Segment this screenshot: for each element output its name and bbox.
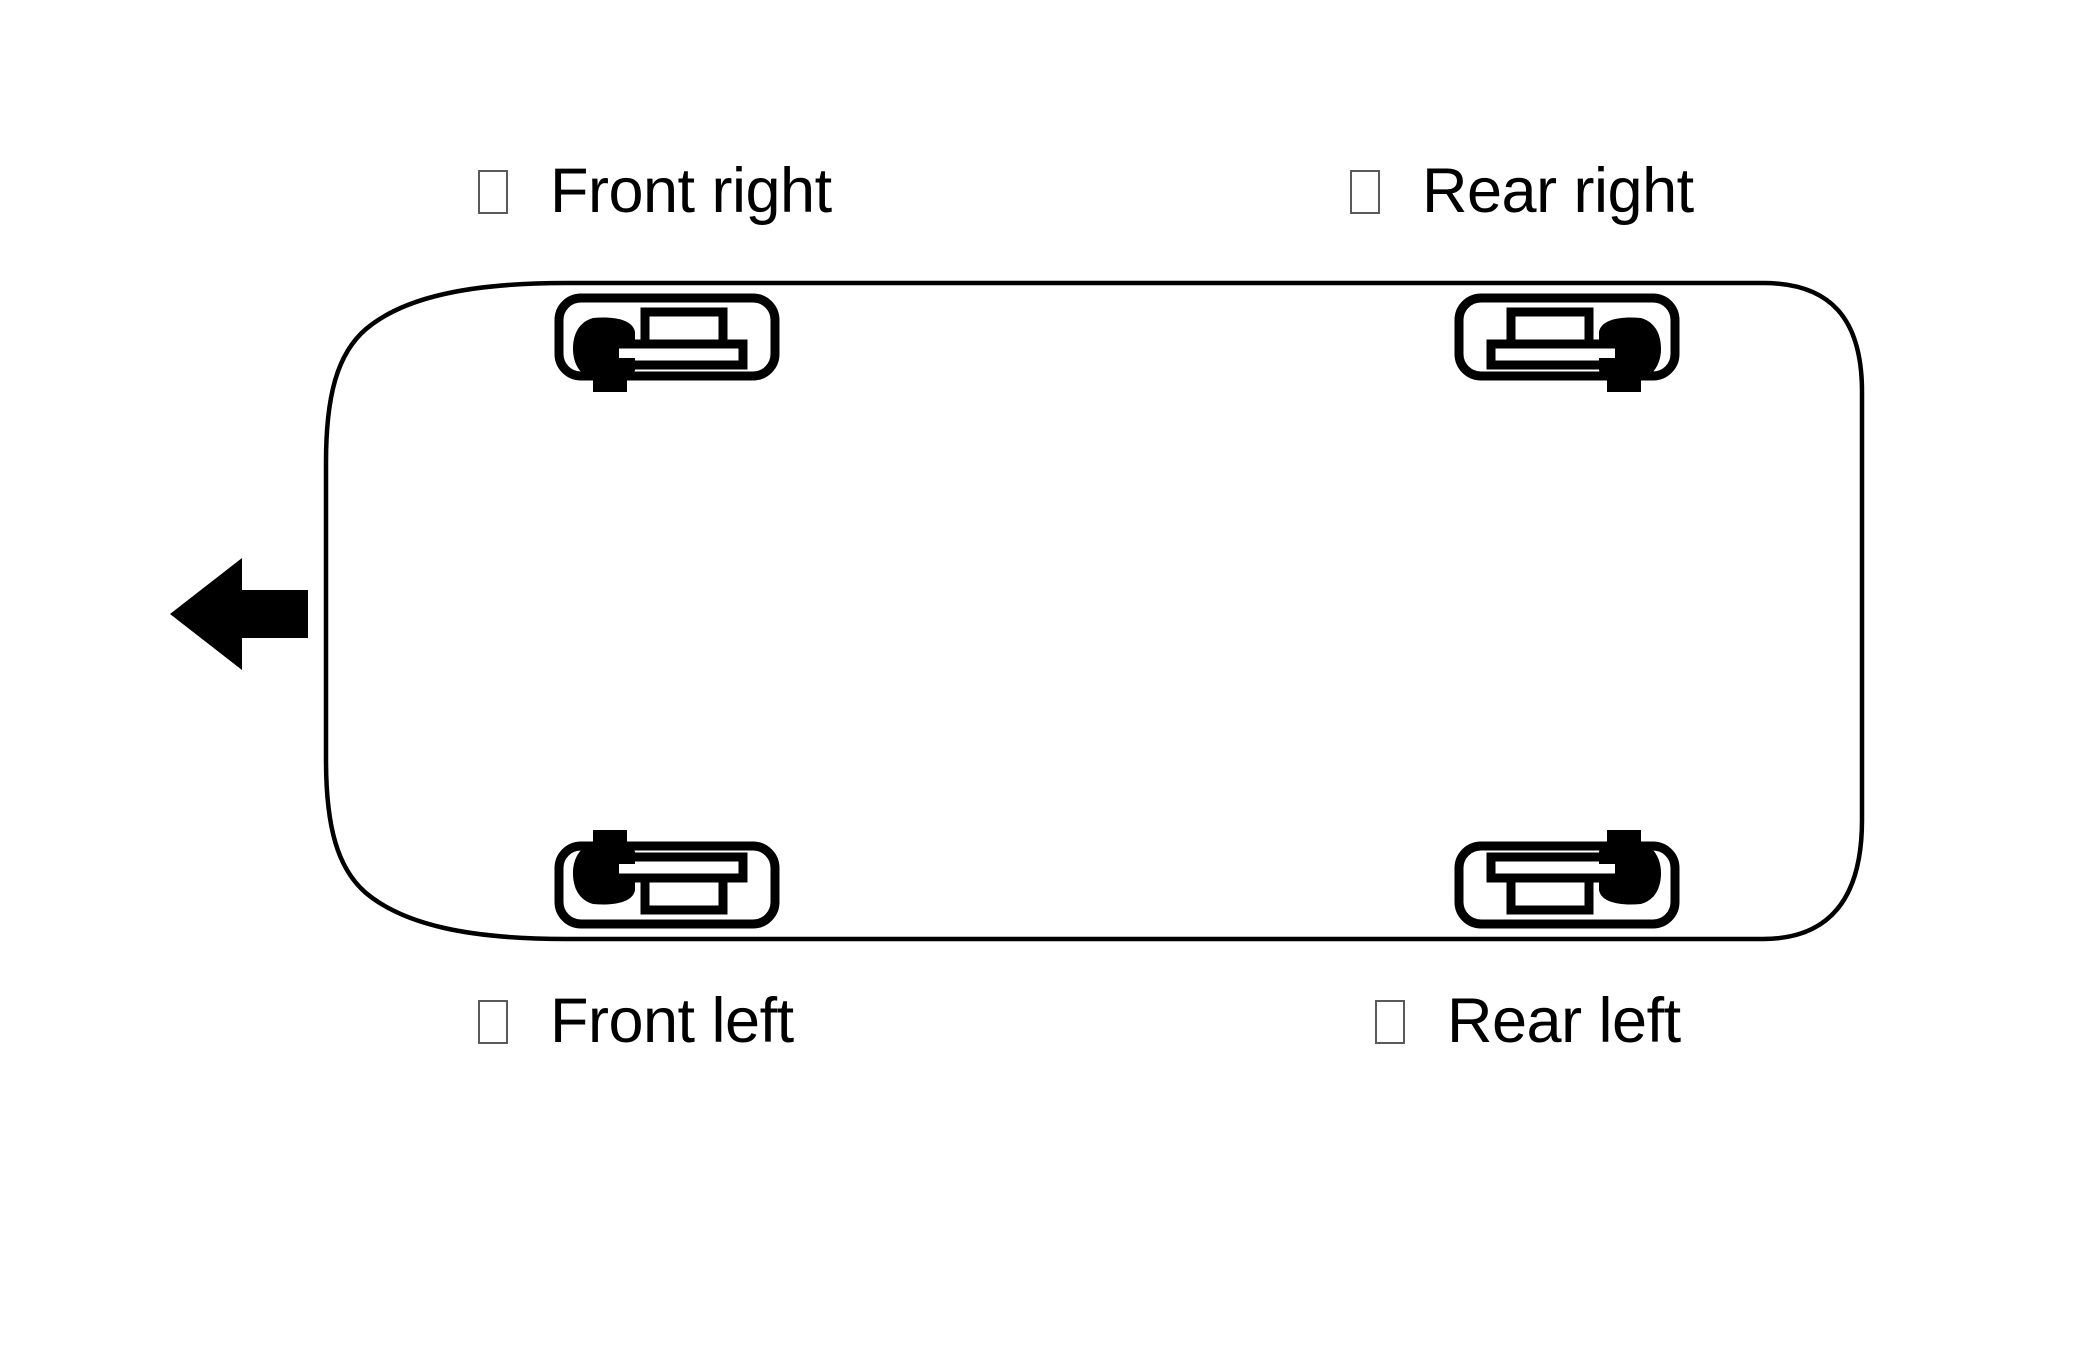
checkbox-rear-left[interactable] — [1375, 999, 1405, 1044]
checkbox-front-left[interactable] — [478, 999, 508, 1044]
corner-label-text-rear-left: Rear left — [1447, 986, 1681, 1056]
car-body-outline — [323, 280, 1865, 942]
arrow-left-icon — [170, 558, 308, 670]
checkbox-rear-right[interactable] — [1350, 169, 1380, 214]
wheel-sensor-icon-rear-right[interactable] — [1459, 298, 1675, 392]
corner-label-text-rear-right: Rear right — [1422, 156, 1694, 226]
corner-label-rear-left[interactable]: Rear left — [1375, 990, 1681, 1053]
wheel-sensor-icon-front-left[interactable] — [559, 830, 775, 924]
wheel-sensor-icon-front-right[interactable] — [559, 298, 775, 392]
corner-label-front-left[interactable]: Front left — [478, 990, 794, 1053]
corner-label-text-front-right: Front right — [550, 156, 832, 226]
checkbox-front-right[interactable] — [478, 169, 508, 214]
corner-label-text-front-left: Front left — [550, 986, 794, 1056]
corner-label-rear-right[interactable]: Rear right — [1350, 160, 1694, 223]
corner-label-front-right[interactable]: Front right — [478, 160, 832, 223]
wheel-sensor-icon-rear-left[interactable] — [1459, 830, 1675, 924]
